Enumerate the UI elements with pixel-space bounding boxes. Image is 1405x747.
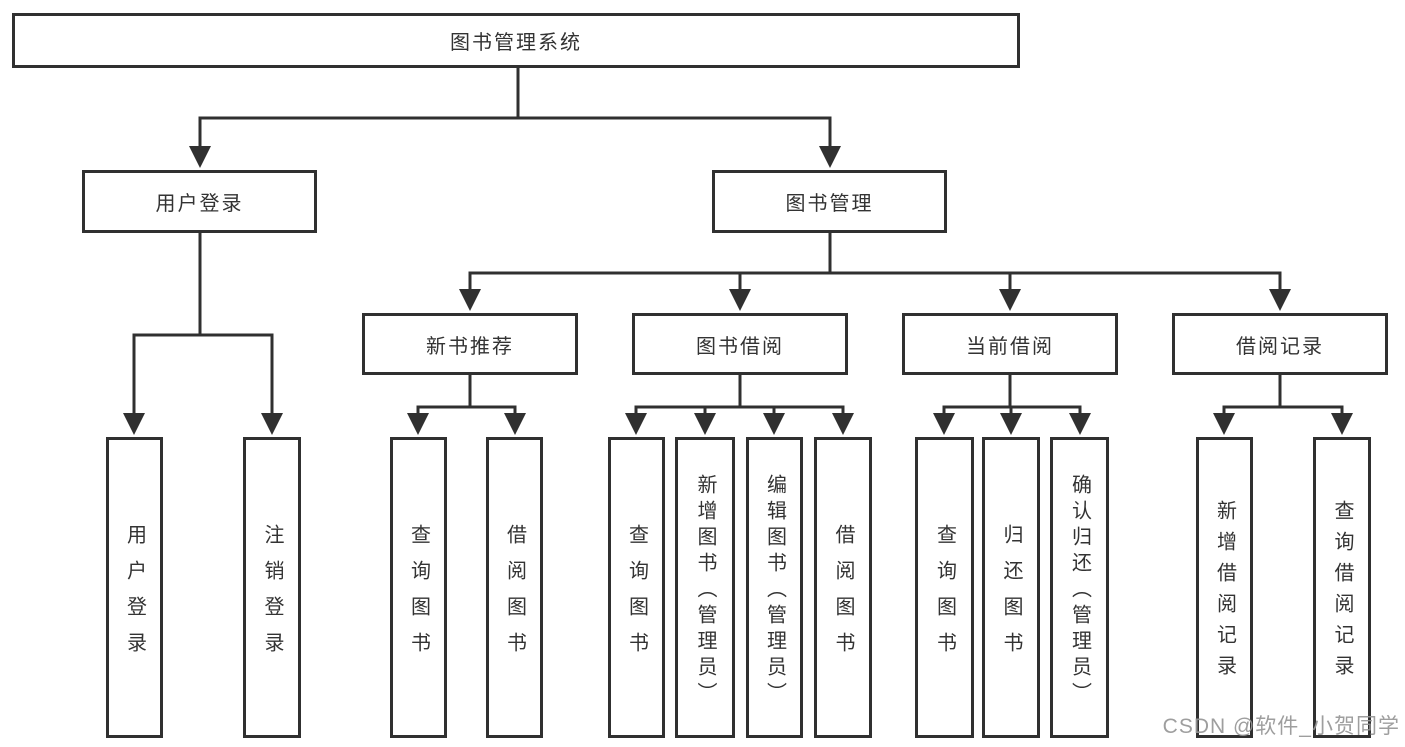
node-library-management-system: 图书管理系统 (12, 13, 1020, 68)
leaf-edit-book-admin: 编辑图书（管理员） (746, 437, 803, 738)
leaf-borrow-books-recommend: 借阅图书 (486, 437, 543, 738)
node-book-borrowing: 图书借阅 (632, 313, 848, 375)
leaf-confirm-return-admin: 确认归还（管理员） (1050, 437, 1109, 738)
leaf-query-borrow-record: 查询借阅记录 (1313, 437, 1371, 738)
leaf-borrow-books-borrowing: 借阅图书 (814, 437, 872, 738)
leaf-query-books-current: 查询图书 (915, 437, 974, 738)
leaf-add-borrow-record: 新增借阅记录 (1196, 437, 1253, 738)
leaf-add-book-admin: 新增图书（管理员） (675, 437, 735, 738)
leaf-query-books-borrowing: 查询图书 (608, 437, 665, 738)
node-current-borrowing: 当前借阅 (902, 313, 1118, 375)
node-user-login: 用户登录 (82, 170, 317, 233)
node-book-management: 图书管理 (712, 170, 947, 233)
node-new-book-recommendation: 新书推荐 (362, 313, 578, 375)
csdn-watermark: CSDN @软件_小贺同学 (1162, 715, 1400, 738)
node-borrowing-records: 借阅记录 (1172, 313, 1388, 375)
leaf-logout: 注销登录 (243, 437, 301, 738)
leaf-user-login: 用户登录 (106, 437, 163, 738)
leaf-return-book: 归还图书 (982, 437, 1040, 738)
leaf-query-books-recommend: 查询图书 (390, 437, 447, 738)
